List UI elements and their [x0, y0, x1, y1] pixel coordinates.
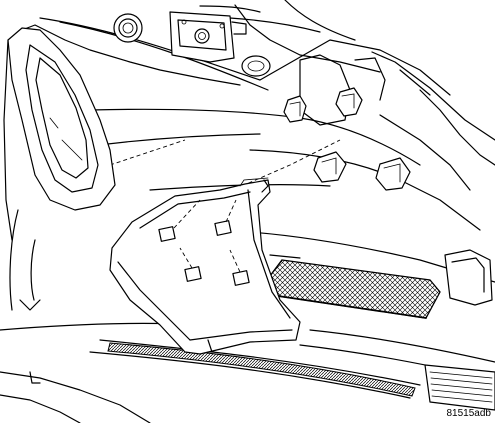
upper-body-structure — [21, 0, 495, 231]
retainer-clip-2 — [335, 87, 363, 117]
retainer-clip-1 — [283, 95, 307, 123]
mounting-bracket — [169, 11, 247, 63]
trim-clip-pad-4 — [232, 270, 250, 286]
figure-id-label: 81515adb — [446, 408, 492, 419]
grommet-top — [113, 13, 143, 43]
right-trim-block — [444, 249, 493, 306]
sill-scuff-strip — [107, 342, 416, 397]
grommet-oval — [241, 55, 271, 77]
speaker-grille — [269, 259, 441, 319]
lower-sill-structure — [0, 231, 495, 423]
retainer-clip-4 — [375, 157, 411, 191]
clip-alignment-lines — [173, 199, 241, 273]
trim-clip-pad-1 — [158, 226, 176, 242]
trim-clip-pad-2 — [214, 220, 232, 236]
retainer-clip-3 — [313, 151, 347, 183]
quarter-trim-panel — [109, 177, 301, 355]
lower-vent-grille — [424, 364, 495, 411]
trim-clip-pad-3 — [184, 266, 202, 282]
left-pillar-frame — [3, 27, 116, 311]
